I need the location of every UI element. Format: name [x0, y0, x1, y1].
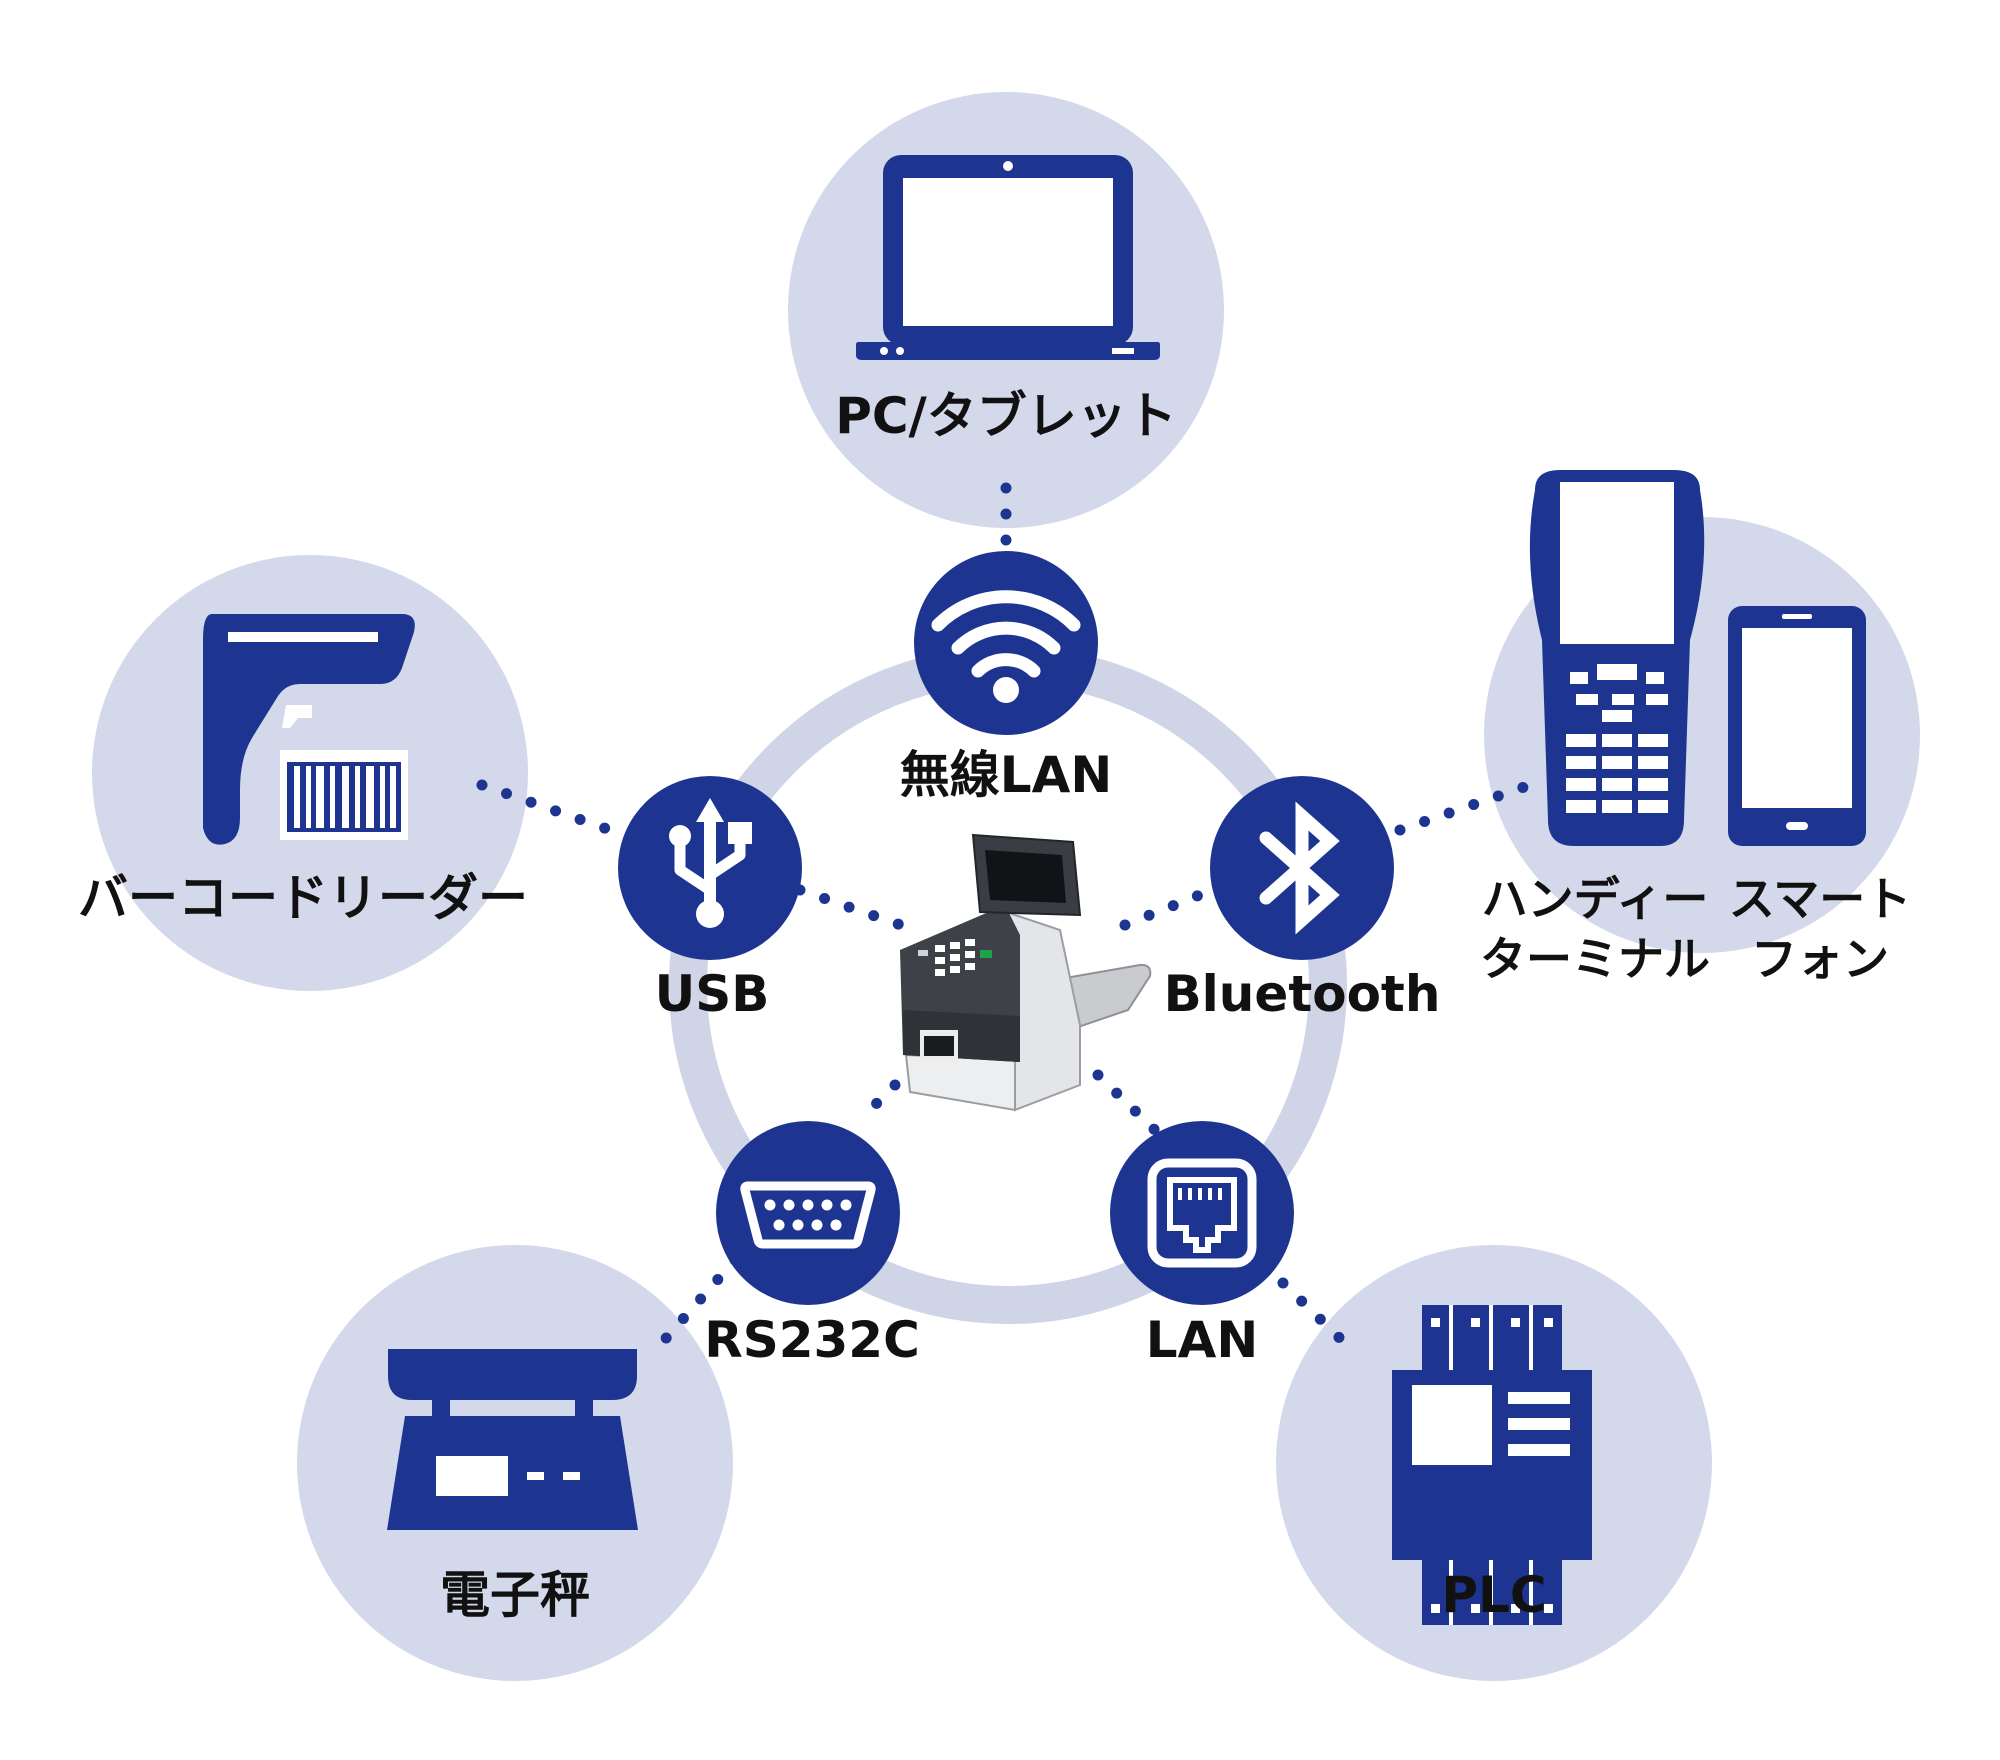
bluetooth-node	[1210, 776, 1394, 960]
labels: PC/タブレット バーコードリーダー ハンディー ターミナル スマート フォン …	[78, 387, 1911, 1624]
scale-icon	[387, 1349, 638, 1530]
laptop-icon	[856, 155, 1160, 360]
phone-label-line2: フォン	[1751, 932, 1889, 986]
handy-label-line2: ターミナル	[1480, 932, 1710, 986]
bluetooth-icon	[1259, 801, 1340, 935]
serial-port-icon	[740, 1181, 876, 1249]
barcode-scanner-icon	[203, 614, 415, 845]
usb-node	[618, 776, 802, 960]
smartphone-icon	[1728, 606, 1866, 846]
printer-icon	[900, 833, 1152, 1112]
wlan-label: 無線LAN	[900, 746, 1112, 804]
usb-label: USB	[655, 965, 770, 1023]
connector-lan-plc	[1277, 1277, 1358, 1356]
scale-label: 電子秤	[440, 1566, 590, 1624]
wlan-node	[914, 551, 1098, 735]
rs232-label: RS232C	[704, 1311, 920, 1369]
connector-rs232-scale	[654, 1254, 741, 1351]
wifi-icon	[931, 590, 1081, 678]
phone-label-line1: スマート	[1729, 872, 1912, 926]
plc-icon	[1392, 1305, 1592, 1625]
connector-printer-rs232	[854, 1079, 901, 1126]
pc-label: PC/タブレット	[835, 387, 1177, 445]
connector-usb-printer	[794, 884, 921, 936]
plc-label: PLC	[1441, 1566, 1546, 1624]
lan-node	[1110, 1121, 1294, 1305]
connector-printer-bt	[1119, 884, 1218, 931]
usb-icon	[669, 798, 752, 928]
barcode-label: バーコードリーダー	[78, 869, 528, 927]
serial-pins	[764, 1199, 852, 1231]
handy-label-line1: ハンディー	[1482, 872, 1709, 926]
bluetooth-label: Bluetooth	[1164, 965, 1441, 1023]
dotted-connectors	[476, 482, 1536, 1356]
connector-printer-lan	[1092, 1069, 1166, 1141]
connector-bt-handy	[1394, 779, 1536, 836]
lan-label: LAN	[1146, 1311, 1258, 1369]
rs232-node	[716, 1121, 900, 1305]
handheld-terminal-icon	[1529, 470, 1705, 846]
ethernet-port-icon	[1147, 1158, 1257, 1268]
connector-barcode-usb	[476, 779, 616, 836]
